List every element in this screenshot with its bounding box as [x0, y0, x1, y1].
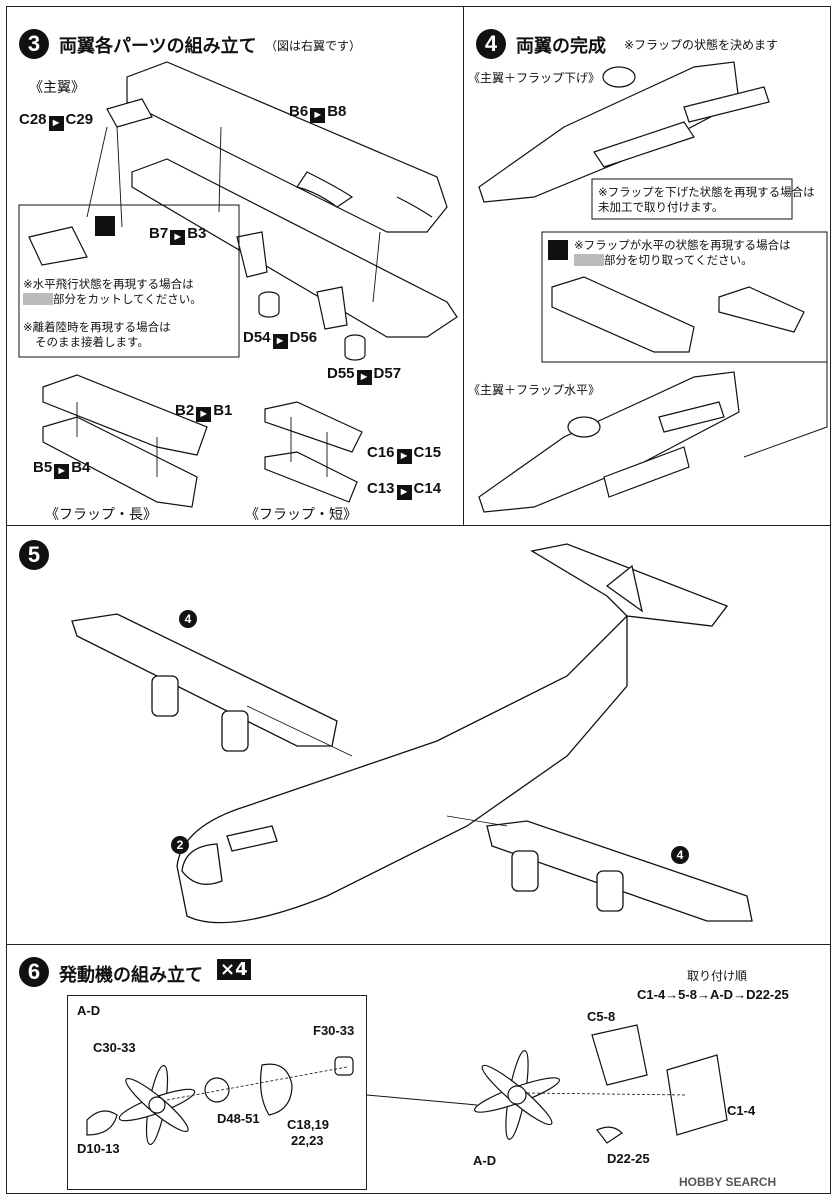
label-d55: D55 — [327, 365, 355, 382]
label-c15: C15 — [413, 444, 442, 461]
label-b1: B1 — [213, 402, 233, 419]
label-d55-d57: D55►D57 — [327, 365, 401, 385]
pair-icon: ► — [396, 449, 412, 464]
label-c16-c15: C16►C15 — [367, 444, 441, 464]
label-c1-4: C1-4 — [727, 1103, 756, 1118]
label-b4: B4 — [71, 459, 91, 476]
label-c18-19: C18,19 — [287, 1117, 329, 1132]
step5-number: 5 — [19, 540, 49, 570]
pair-icon: ► — [396, 485, 412, 500]
label-d48-51: D48-51 — [217, 1111, 260, 1126]
gray-swatch — [574, 254, 604, 266]
subassembly-label: A-D — [77, 1003, 101, 1018]
label-c29: C29 — [65, 111, 94, 128]
cut-badge — [548, 239, 568, 260]
label-c28: C28 — [19, 111, 47, 128]
watermark: HOBBY SEARCH — [679, 1175, 776, 1189]
main-wing-caption: 《主翼》 — [29, 80, 85, 96]
pair-icon: ► — [196, 407, 212, 422]
note-land-line2: そのまま接着します。 — [35, 335, 149, 349]
step3-title: 両翼各パーツの組み立て — [59, 36, 257, 57]
watermark-text: HOBBY SEARCH — [679, 1175, 777, 1189]
note-cut-line1: ※水平飛行状態を再現する場合は — [23, 277, 194, 291]
pair-icon: ► — [356, 370, 372, 385]
label-d22-25: D22-25 — [607, 1151, 650, 1166]
label-d10-13: D10-13 — [77, 1141, 120, 1156]
label-b2-b1: B2►B1 — [175, 402, 232, 422]
aircraft-drawing — [71, 543, 753, 924]
label-b7-b3: B7►B3 — [149, 225, 206, 245]
label-c30-33: C30-33 — [93, 1040, 136, 1055]
note-flap-down-line2: 未加工で取り付けます。 — [598, 200, 724, 214]
label-b5: B5 — [33, 459, 53, 476]
main-wing-drawing — [18, 61, 458, 508]
caption-flap-level: 《主翼＋フラップ水平》 — [468, 383, 601, 397]
flap-long-caption: 《フラップ・長》 — [45, 507, 157, 523]
step6-title: 発動機の組み立て — [59, 965, 203, 986]
label-d56: D56 — [289, 329, 318, 346]
order-sequence: C1-4→5-8→A-D→D22-25 — [637, 987, 789, 1002]
label-b8: B8 — [327, 103, 347, 120]
note-flap-level-line2: 部分を切り取ってください。 — [604, 253, 753, 267]
step4-subtitle: ※フラップの状態を決めます — [624, 38, 779, 52]
pair-icon: ► — [170, 230, 186, 245]
step6-number: 6 — [19, 957, 49, 987]
step5-panel: 5 4 4 2 — [6, 525, 831, 945]
label-d54: D54 — [243, 329, 271, 346]
label-b6: B6 — [289, 103, 309, 120]
label-c14: C14 — [413, 480, 442, 497]
note-flap-down-line1: ※フラップを下げた状態を再現する場合は — [598, 185, 815, 199]
flap-short-caption: 《フラップ・短》 — [245, 507, 357, 523]
pair-icon: ► — [272, 334, 288, 349]
step6-panel: 6 発動機の組み立て ×4 取り付け順 C1-4→5-8→A-D→D22-25 … — [6, 944, 831, 1194]
callout-left-wing: 4 — [179, 610, 197, 628]
step3-subtitle: （図は右翼です） — [265, 39, 362, 53]
label-c22-23: 22,23 — [291, 1133, 324, 1148]
multiplier-badge: ×4 — [217, 959, 251, 980]
note-cut-line2: 部分をカットしてください。 — [53, 292, 202, 306]
step4-panel: 4 両翼の完成 ※フラップの状態を決めます 《主翼＋フラップ下げ》 ※フラップを… — [463, 6, 831, 526]
label-c5-8: C5-8 — [587, 1009, 616, 1024]
label-b2: B2 — [175, 402, 195, 419]
note-land-line1: ※離着陸時を再現する場合は — [23, 320, 171, 334]
callout-nose: 2 — [171, 836, 189, 854]
wing-assembly-drawing — [478, 61, 828, 513]
pair-icon: ► — [48, 116, 64, 131]
label-c13: C13 — [367, 480, 395, 497]
note-flap-level-line1: ※フラップが水平の状態を再現する場合は — [574, 238, 791, 252]
label-d54-d56: D54►D56 — [243, 329, 317, 349]
label-c16: C16 — [367, 444, 395, 461]
step4-number: 4 — [476, 29, 506, 59]
note-flap-level: ※フラップが水平の状態を再現する場合は 部分を切り取ってください。 — [574, 238, 791, 268]
step6-multiplier: ×4 — [217, 959, 251, 980]
label-c13-c14: C13►C14 — [367, 480, 441, 500]
engine-drawing — [86, 1024, 728, 1146]
note-land: ※離着陸時を再現する場合は そのまま接着します。 — [23, 320, 171, 350]
caption-flap-down: 《主翼＋フラップ下げ》 — [468, 71, 601, 85]
callout-right-wing: 4 — [671, 846, 689, 864]
label-ad-bottom: A-D — [473, 1153, 497, 1168]
label-b5-b4: B5►B4 — [33, 459, 90, 479]
pair-icon: ► — [310, 108, 326, 123]
label-f30-33: F30-33 — [313, 1023, 355, 1038]
label-b6-b8: B6►B8 — [289, 103, 346, 123]
step3-panel: 3 両翼各パーツの組み立て （図は右翼です） 《主翼》 — [6, 6, 464, 526]
label-c28-c29: C28►C29 — [19, 111, 93, 131]
order-title: 取り付け順 — [687, 969, 748, 983]
label-b3: B3 — [187, 225, 207, 242]
label-b7: B7 — [149, 225, 169, 242]
step3-number: 3 — [19, 29, 49, 59]
cut-badge — [95, 215, 115, 236]
gray-swatch — [23, 293, 53, 305]
step4-title: 両翼の完成 — [516, 36, 606, 57]
note-cut: ※水平飛行状態を再現する場合は 部分をカットしてください。 — [23, 277, 202, 307]
label-d57: D57 — [373, 365, 402, 382]
note-flap-down: ※フラップを下げた状態を再現する場合は 未加工で取り付けます。 — [598, 185, 815, 215]
pair-icon: ► — [54, 464, 70, 479]
